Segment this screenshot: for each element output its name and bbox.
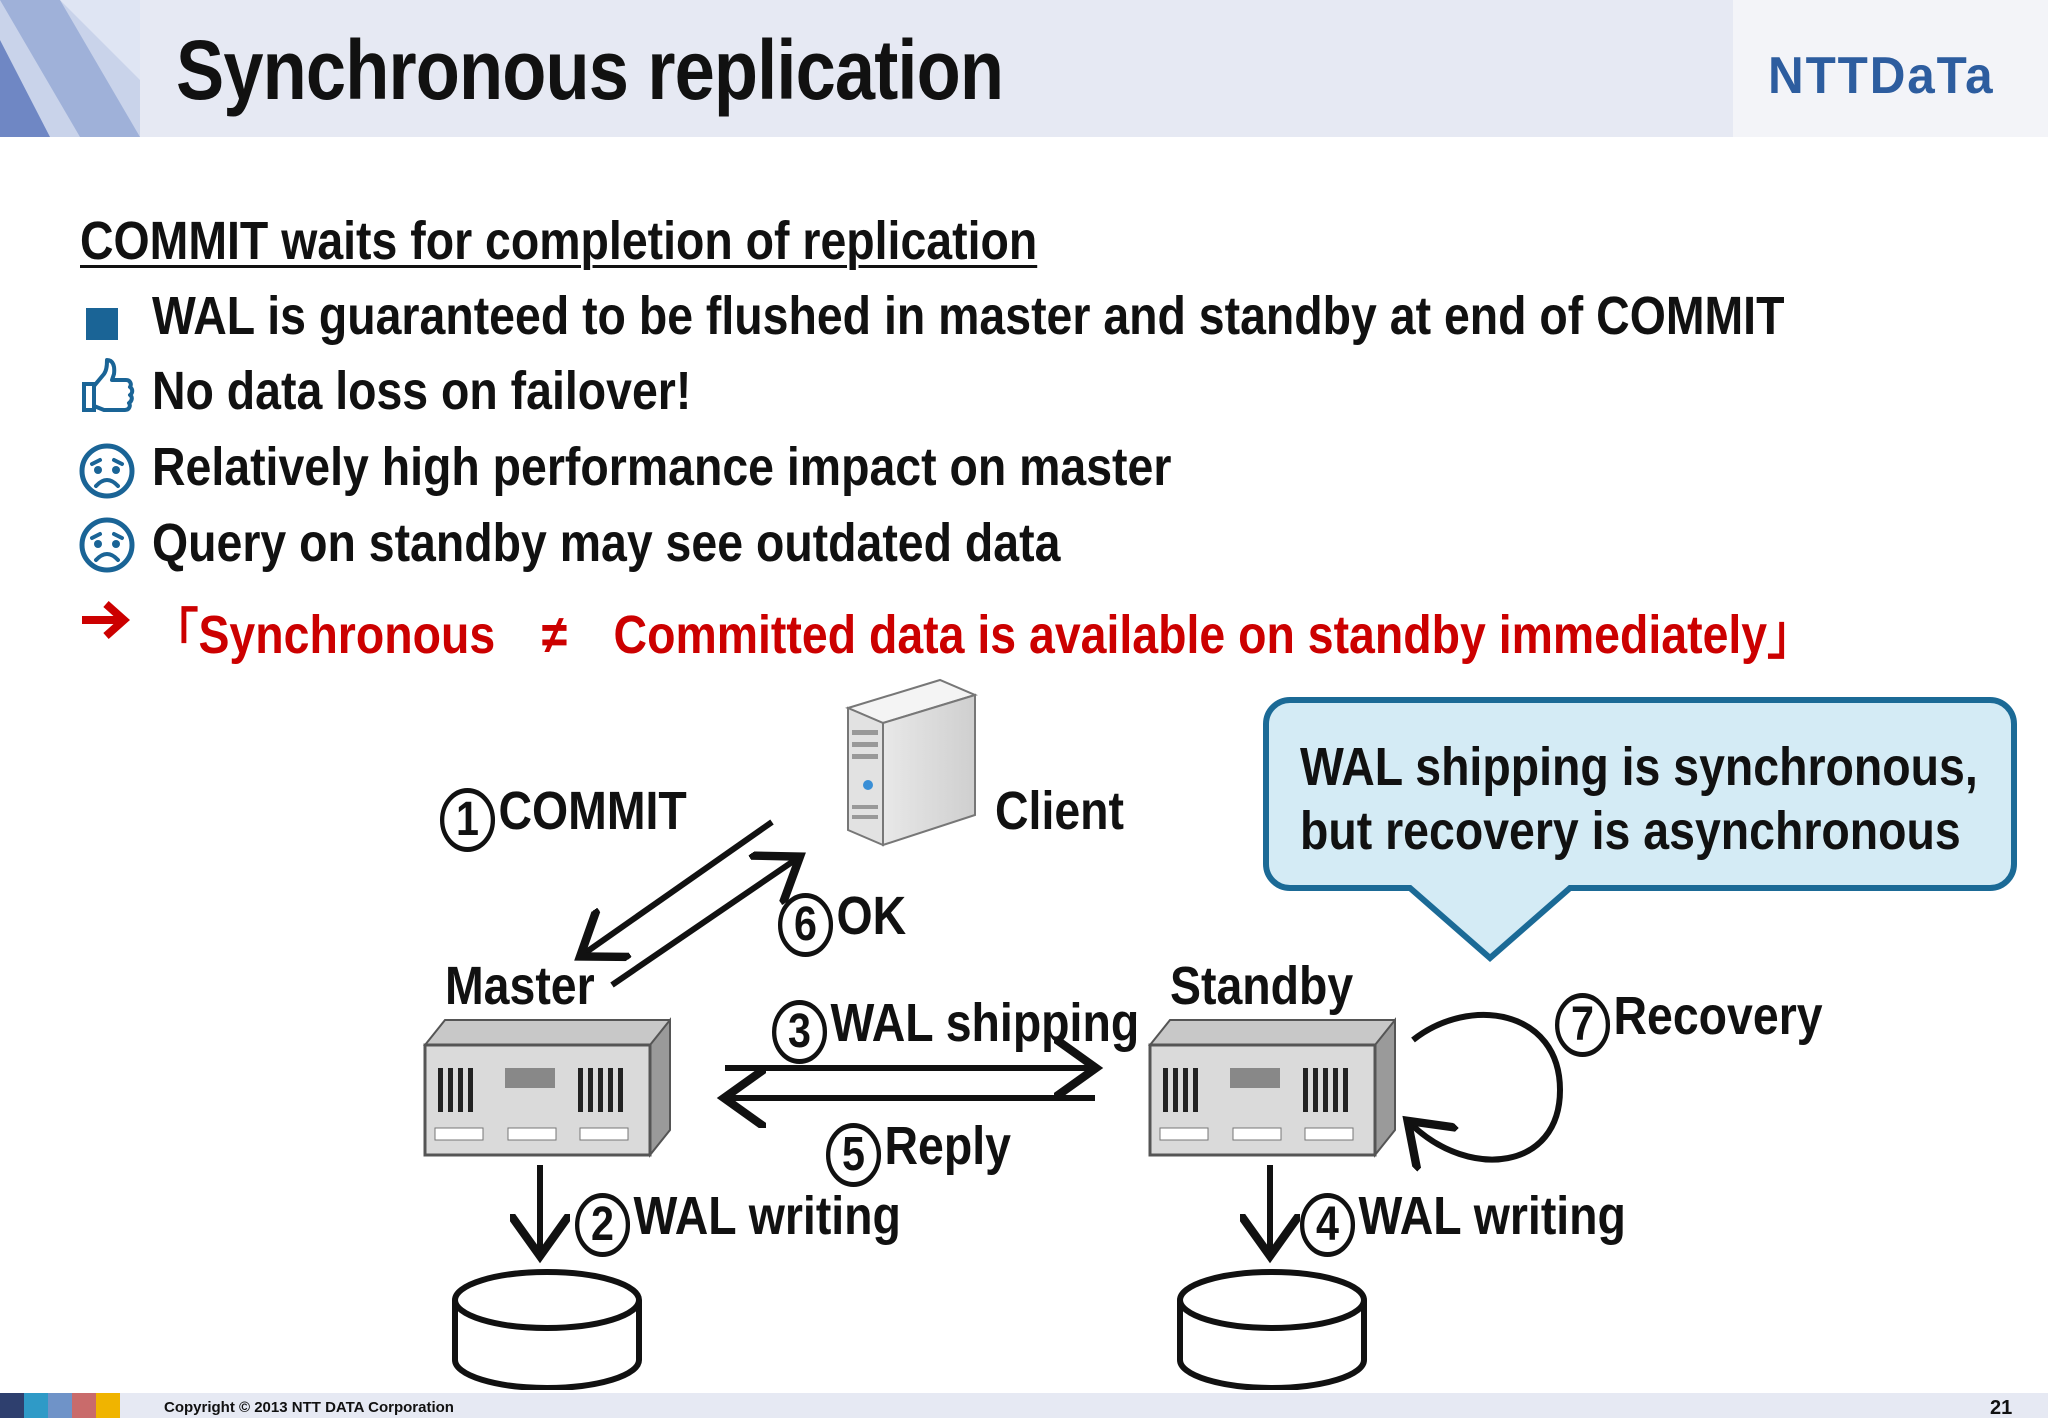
callout-bubble (1263, 697, 2017, 962)
arrow-right-icon (82, 601, 131, 639)
master-disk-icon (452, 1269, 642, 1390)
client-computer-icon (845, 678, 978, 847)
replication-diagram (422, 678, 2017, 1390)
conclusion-text: 「Synchronous ≠ Committed data is availab… (152, 605, 1814, 665)
header-bar (0, 0, 2048, 137)
bullet-text-3: Relatively high performance impact on ma… (152, 437, 1172, 497)
step-7-text: Recovery (1613, 986, 1823, 1046)
ok-arrow (610, 860, 795, 988)
standby-label: Standby (1170, 956, 1354, 1016)
standby-disk-icon (1177, 1269, 1367, 1390)
step-7-number: 7 (1555, 993, 1611, 1057)
page-number: 21 (1990, 1397, 2013, 1419)
copyright-text: Copyright © 2013 NTT DATA Corporation (164, 1399, 454, 1416)
footer-bar (0, 1393, 2048, 1418)
master-label: Master (445, 956, 595, 1016)
step-4-text: WAL writing (1358, 1186, 1626, 1246)
bullet-text-1: WAL is guaranteed to be flushed in maste… (152, 286, 1785, 346)
step-1-number: 1 (440, 788, 496, 852)
step-5-text: Reply (884, 1116, 1011, 1176)
step-6-text: OK (836, 886, 907, 946)
header-decoration (0, 0, 140, 137)
commit-arrow (585, 819, 774, 953)
step-4-number: 4 (1300, 1193, 1356, 1257)
bullet-text-2: No data loss on failover! (152, 361, 692, 421)
sad-face-icon (79, 443, 135, 499)
step-6-number: 6 (778, 893, 834, 957)
footer-color-stripes (0, 1393, 120, 1418)
logo-panel (1733, 0, 2048, 137)
step-3-number: 3 (772, 1000, 828, 1064)
bullet-text-4: Query on standby may see outdated data (152, 513, 1061, 573)
ntt-data-logo: NTTDaTa (1768, 47, 1995, 105)
slide-title: Synchronous replication (176, 23, 1004, 117)
callout-line-2: but recovery is asynchronous (1300, 801, 1961, 861)
client-label: Client (995, 781, 1125, 841)
recovery-loop-arrow (1412, 1011, 1564, 1160)
callout-line-1: WAL shipping is synchronous, (1300, 737, 1978, 797)
master-server-icon (422, 1017, 671, 1158)
sad-face-icon (79, 517, 135, 573)
square-bullet-icon (86, 308, 118, 340)
step-3-text: WAL shipping (830, 993, 1140, 1053)
callout-text: WAL shipping is synchronous, but recover… (1300, 735, 1978, 863)
step-5-number: 5 (826, 1123, 882, 1187)
step-2-text: WAL writing (633, 1186, 901, 1246)
section-heading: COMMIT waits for completion of replicati… (80, 211, 1038, 271)
thumbs-up-icon (82, 358, 135, 412)
step-2-number: 2 (575, 1193, 631, 1257)
standby-server-icon (1147, 1017, 1396, 1158)
step-1-text: COMMIT (498, 781, 687, 841)
